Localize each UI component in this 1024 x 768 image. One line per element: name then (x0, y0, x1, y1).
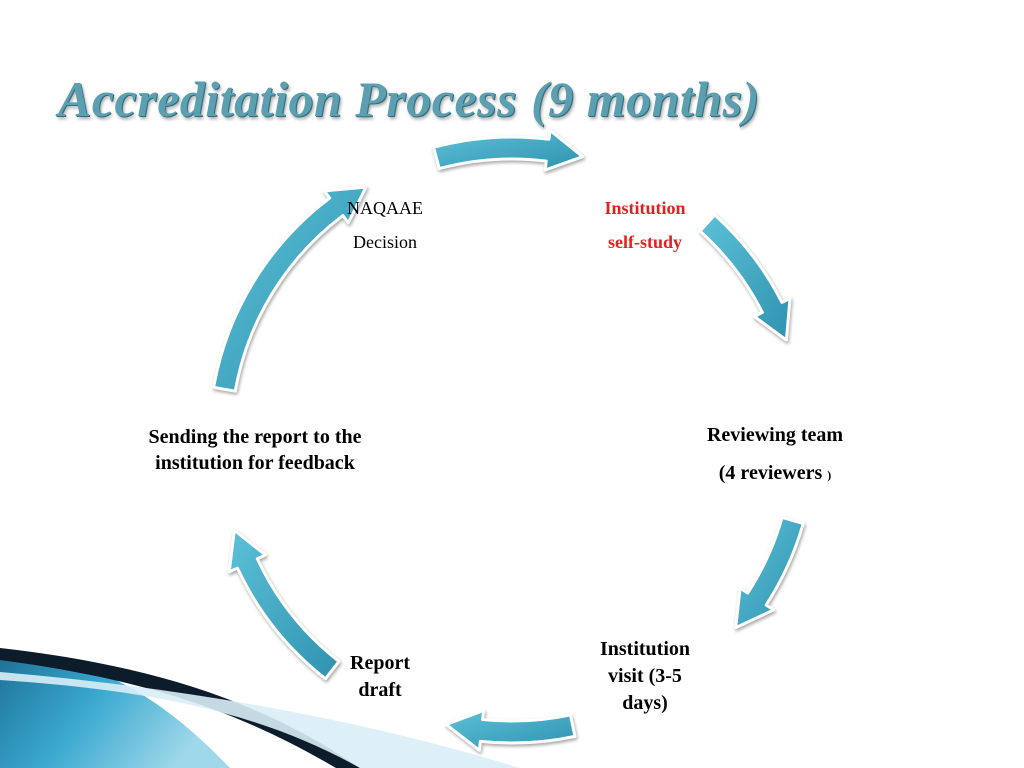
stage-label: draft (358, 679, 402, 701)
cycle-arrow-decision-to-selfstudy (432, 128, 585, 172)
stage-institution-self-study: Institution self-study (560, 191, 730, 259)
stage-reviewing-team: Reviewing team (4 reviewers ) (660, 416, 890, 494)
cycle-arrow-review-to-visit (734, 515, 805, 630)
stage-label: Decision (353, 232, 417, 252)
stage-label: Institution (599, 638, 691, 660)
title-main: Accreditation Process (58, 71, 518, 127)
cycle-arrow-selfstudy-to-review (698, 213, 792, 342)
stage-institution-visit: Institution visit (3-5 days) (560, 636, 730, 717)
stage-label: self-study (607, 232, 682, 252)
stage-label: Sending the report to the (148, 426, 362, 448)
cycle-arrow-visit-to-draft (444, 709, 577, 752)
stage-label: Reviewing team (706, 424, 844, 446)
title-duration: (9 months) (531, 71, 760, 127)
stage-naqaae-decision: NAQAAE Decision (300, 191, 470, 259)
stage-label: (4 reviewers (718, 462, 823, 484)
stage-label: visit (3-5 (608, 665, 682, 687)
cycle-arrow-draft-to-feedback (227, 528, 341, 681)
stage-label: Institution (604, 198, 686, 218)
stage-label: days) (622, 692, 668, 714)
stage-label: institution for feedback (155, 452, 355, 474)
stage-note: ) (827, 468, 832, 482)
stage-label: Report (350, 652, 410, 674)
stage-sending-report: Sending the report to the institution fo… (90, 424, 420, 476)
cycle-arrow-feedback-to-decision (212, 185, 368, 393)
page-title: Accreditation Process(9 months) (58, 70, 760, 128)
stage-label: NAQAAE (347, 198, 423, 218)
stage-report-draft: Report draft (300, 650, 460, 704)
